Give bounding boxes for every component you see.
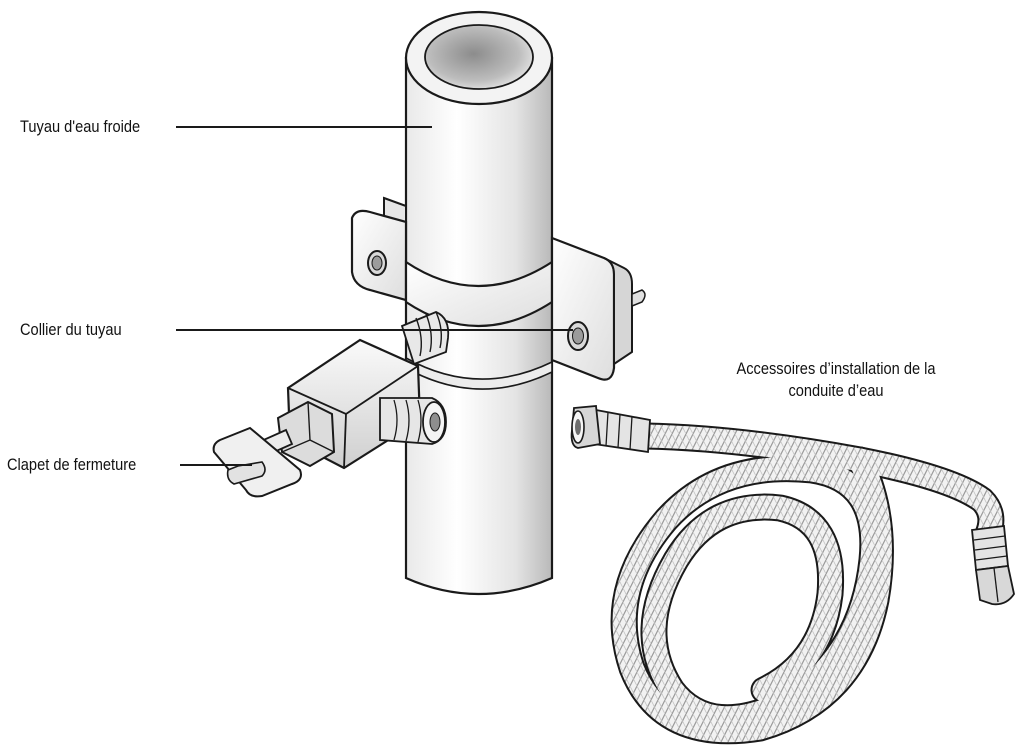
hose-fitting-left — [570, 405, 651, 454]
leader-lines — [176, 126, 573, 466]
label-cold-water-pipe: Tuyau d'eau froide — [20, 117, 141, 136]
label-water-line-kit-line1: Accessoires d’installation de la — [736, 359, 936, 378]
label-shutoff-valve: Clapet de fermeture — [7, 455, 137, 474]
label-pipe-clamp: Collier du tuyau — [20, 320, 122, 339]
label-water-line-kit-line2: conduite d’eau — [788, 381, 884, 400]
hose-fitting-right — [971, 524, 1015, 606]
pipe-clamp — [350, 196, 646, 390]
label-water-line-kit: Accessoires d’installation de la conduit… — [707, 358, 965, 402]
shutoff-valve — [212, 311, 450, 498]
water-line-kit — [570, 405, 1015, 745]
